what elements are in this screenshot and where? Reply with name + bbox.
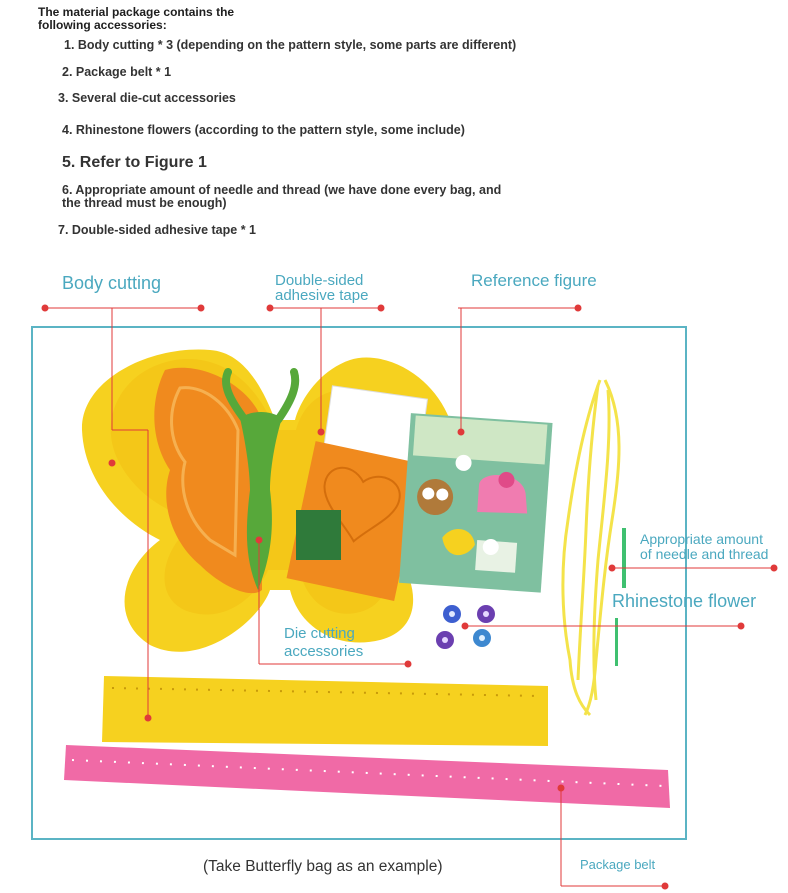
label-needle-line-1: Appropriate amount (640, 531, 763, 547)
green-butterfly-body (222, 368, 300, 590)
photo-frame (31, 326, 687, 840)
list-item-5: 5. Refer to Figure 1 (62, 154, 207, 171)
list-item-2: 2. Package belt * 1 (62, 65, 172, 79)
yellow-thread (561, 379, 621, 717)
label-body-cutting: Body cutting (62, 273, 162, 293)
label-package-belt: Package belt (580, 857, 656, 872)
label-reference-figure: Reference figure (471, 271, 597, 290)
list-item-6-cont: the thread must be enough) (62, 196, 227, 210)
pink-package-belt (64, 745, 670, 808)
needle-2 (615, 618, 618, 666)
orange-wing-cutting (154, 367, 262, 594)
label-adhesive-line-2: adhesive tape (275, 287, 369, 304)
leader-lines (45, 307, 774, 887)
label-needle-line-2: of needle and thread (640, 546, 769, 562)
list-item-4: 4. Rhinestone flowers (according to the … (62, 123, 465, 137)
label-die-cutting-line-2: accessories (284, 643, 364, 660)
label-adhesive-line-1: Double-sided (275, 272, 364, 289)
list-item-6: 6. Appropriate amount of needle and thre… (62, 183, 502, 197)
leader-dots (41, 304, 778, 890)
yellow-strap (102, 676, 548, 746)
rhinestone-flowers (436, 605, 495, 649)
list-item-7: 7. Double-sided adhesive tape * 1 (58, 223, 256, 237)
needle (622, 528, 626, 588)
label-rhinestone-flower: Rhinestone flower (612, 591, 757, 611)
list-item-1: 1. Body cutting * 3 (depending on the pa… (64, 38, 517, 52)
caption: (Take Butterfly bag as an example) (203, 858, 443, 875)
list-item-3: 3. Several die-cut accessories (58, 91, 236, 105)
reference-figure-card (399, 413, 553, 593)
label-die-cutting-line-1: Die cutting (284, 625, 355, 642)
die-cut-square (286, 441, 424, 601)
intro-line-1: The material package contains the (38, 5, 235, 19)
green-felt-piece (296, 510, 341, 560)
intro-line-2: following accessories: (38, 18, 167, 32)
